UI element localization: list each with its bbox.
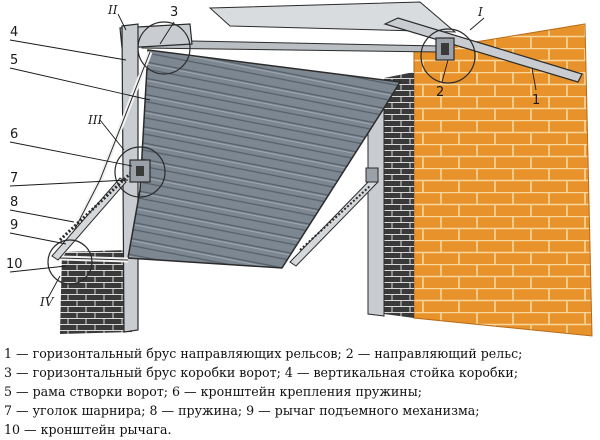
- leader-lines: [9, 13, 537, 299]
- label-7: 7: [10, 171, 18, 186]
- label-5: 5: [10, 53, 18, 68]
- left-brick-base: [60, 250, 132, 334]
- label-1: 1: [532, 93, 540, 108]
- view-label-III: III: [87, 113, 102, 127]
- view-label-I: I: [477, 5, 483, 19]
- label-10: 10: [6, 257, 23, 272]
- legend-line: 3 — горизонтальный брус коробки ворот; 4…: [4, 365, 519, 380]
- view-label-II: II: [107, 3, 118, 17]
- legend-line: 5 — рама створки ворот; 6 — кронштейн кр…: [4, 384, 422, 399]
- guide-rail-beam: [383, 17, 583, 83]
- label-6: 6: [10, 127, 18, 142]
- legend-line: 10 — кронштейн рычага.: [4, 422, 172, 437]
- label-4: 4: [10, 25, 18, 40]
- right-post: [367, 107, 385, 317]
- label-9: 9: [10, 218, 18, 233]
- legend-line: 1 — горизонтальный брус направляющих рел…: [4, 346, 523, 361]
- detail-circle-I: [420, 28, 476, 84]
- legend: 1 — горизонтальный брус направляющих рел…: [4, 344, 596, 439]
- right-bracket: [365, 167, 379, 183]
- label-8: 8: [10, 195, 18, 210]
- legend-line: 7 — уголок шарнира; 8 — пружина; 9 — рыч…: [4, 403, 480, 418]
- detail-circle-II: [137, 21, 191, 75]
- label-3: 3: [170, 5, 178, 20]
- door-leaf: [127, 49, 402, 269]
- view-label-IV: IV: [39, 295, 55, 309]
- lifting-lever: [51, 177, 127, 261]
- spring: [58, 170, 134, 242]
- diagram-illustration: 4 5 6 7 8 9 10 3 2 1 I II III IV: [6, 1, 593, 337]
- detail-circle-IV: [47, 239, 93, 285]
- label-2: 2: [436, 85, 444, 100]
- detail-circle-III: [114, 146, 166, 198]
- dark-brick-column: [384, 72, 414, 318]
